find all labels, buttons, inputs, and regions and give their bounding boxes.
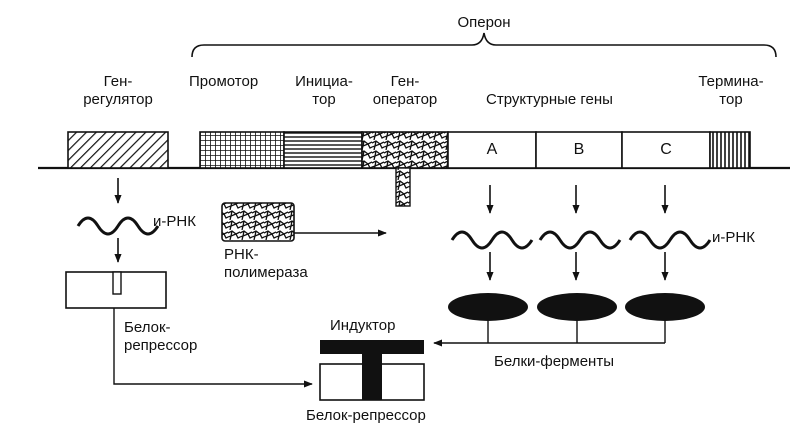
- rna-polymerase-block: [221, 202, 295, 242]
- enzyme-c: [625, 293, 705, 321]
- initiator-line1: Инициа-: [295, 73, 353, 90]
- terminator-block: [709, 131, 751, 169]
- structural-column-c: [625, 185, 712, 343]
- repressor-protein-label: Белок- репрессор: [124, 319, 197, 355]
- repressor-protein-line1: Белок-: [124, 319, 171, 336]
- structural-gene-b: [535, 131, 623, 169]
- structural-genes-label: Структурные гены: [486, 91, 613, 108]
- terminator-line1: Термина-: [698, 73, 764, 90]
- promoter-block: [199, 131, 285, 169]
- regulator-gene-line1: Ген-: [103, 73, 133, 90]
- rna-polymerase-line2: полимераза: [224, 264, 308, 281]
- repressor-protein-line2: репрессор: [124, 337, 198, 354]
- repressor-slot: [112, 271, 122, 295]
- gene-letter-b: B: [573, 141, 585, 158]
- initiator-line2: тор: [312, 91, 336, 108]
- mrna-wave-c: [628, 230, 712, 250]
- initiator-block: [283, 131, 363, 169]
- operon-brace: [191, 32, 777, 58]
- gene-letter-c: C: [660, 141, 672, 158]
- inducer-bar: [320, 340, 424, 354]
- structural-column-b: [537, 185, 622, 343]
- initiator-label: Инициа- тор: [284, 73, 364, 109]
- enzyme-b: [537, 293, 617, 321]
- operon-label: Оперон: [457, 14, 511, 31]
- promoter-label: Промотор: [189, 73, 259, 90]
- rna-polymerase-line1: РНК-: [224, 246, 259, 263]
- regulator-gene-block: [67, 131, 169, 169]
- mrna-wave-b: [538, 230, 622, 250]
- operator-gene-block: [361, 131, 449, 169]
- regulator-gene-line2: регулятор: [83, 91, 153, 108]
- gene-letter-a: A: [486, 141, 498, 158]
- enzymes-label: Белки-ферменты: [494, 353, 614, 370]
- mrna-right-label: и-РНК: [712, 229, 755, 246]
- structural-column-a: [448, 185, 534, 343]
- inducer-label: Индуктор: [330, 317, 396, 334]
- arrow-repressor-to-complex: [113, 308, 313, 388]
- operator-gene-line1: Ген-: [390, 73, 420, 90]
- operator-gene-label: Ген- оператор: [360, 73, 450, 109]
- inducer-stem: [362, 354, 382, 400]
- structural-gene-c: [621, 131, 711, 169]
- regulator-gene-label: Ген- регулятор: [62, 73, 174, 109]
- mrna-left-label: и-РНК: [153, 213, 196, 230]
- terminator-label: Термина- тор: [686, 73, 776, 109]
- operator-stem: [395, 167, 411, 207]
- operator-gene-line2: оператор: [372, 91, 438, 108]
- mrna-wave-a: [450, 230, 534, 250]
- enzyme-a: [448, 293, 528, 321]
- terminator-line2: тор: [719, 91, 743, 108]
- repressor-bottom-label: Белок-репрессор: [306, 407, 426, 424]
- mrna-wave-left: [76, 216, 160, 236]
- rna-polymerase-label: РНК- полимераза: [224, 246, 308, 282]
